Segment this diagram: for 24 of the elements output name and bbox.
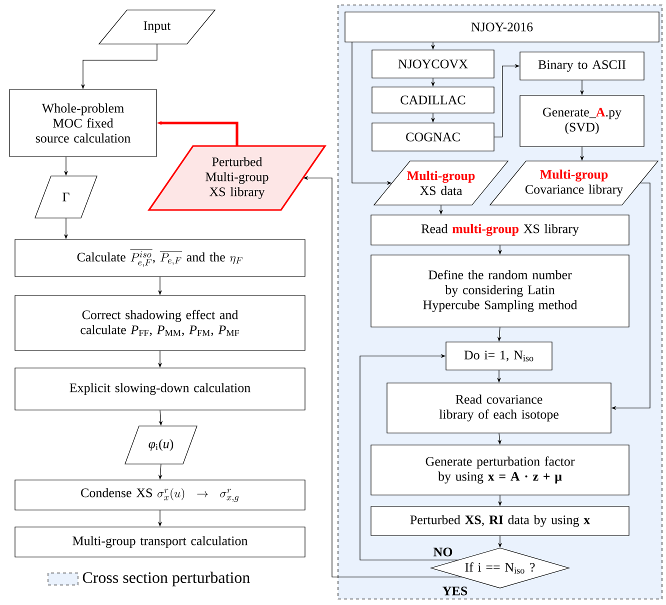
process-box: Generate perturbation factor by using x = A · z + μ [370,444,630,496]
data-parallelogram: Γ [34,176,98,218]
process-box: NJOY-2016 [344,12,660,42]
process-box: Explicit slowing-down calculation [14,368,306,410]
arrow [360,354,459,560]
legend-text: Cross section perturbation [82,572,250,586]
edge-label: YES [442,586,468,596]
process-box: Correct shadowing effect and calculate P$_{FF}$, P$_{MM}$, P$_{FM}$, P$_{MF}$ [14,295,306,351]
process-box: Whole-problem MOC fixed source calculation [9,89,157,157]
process-box: Multi-group transport calculation [14,526,306,558]
process-box: Read covariance library of each isotope [386,382,612,434]
process-box: $\text{Condense XS }\sigma_x^r(u)\rightarrow\sigma_{x,g}^r$ [14,480,306,510]
process-box: Generate_A.py (SVD) [520,95,644,147]
process-box: Do i= 1, N$_{iso}$ [446,342,552,370]
process-box: NJOYCOVX [372,50,494,78]
process-box: Binary to ASCII [520,52,644,80]
process-box: Define the random number by considering Latin Hypercube Sampling method [370,254,630,328]
process-box: CADILLAC [372,86,494,114]
process-box: Read multi-group XS library [370,214,630,246]
data-parallelogram: φ$_{i}$(u) [124,426,198,464]
process-box: COGNAC [372,122,494,152]
edge-label: NO [434,548,452,556]
process-box: $\text{Calculate }\overline{P_{e,F}^{iso}}\text{, }\overline{P_{e,F}}\text{ and the }\eta_F$ [14,239,306,277]
process-box: Perturbed XS, RI data by using x [370,506,630,536]
